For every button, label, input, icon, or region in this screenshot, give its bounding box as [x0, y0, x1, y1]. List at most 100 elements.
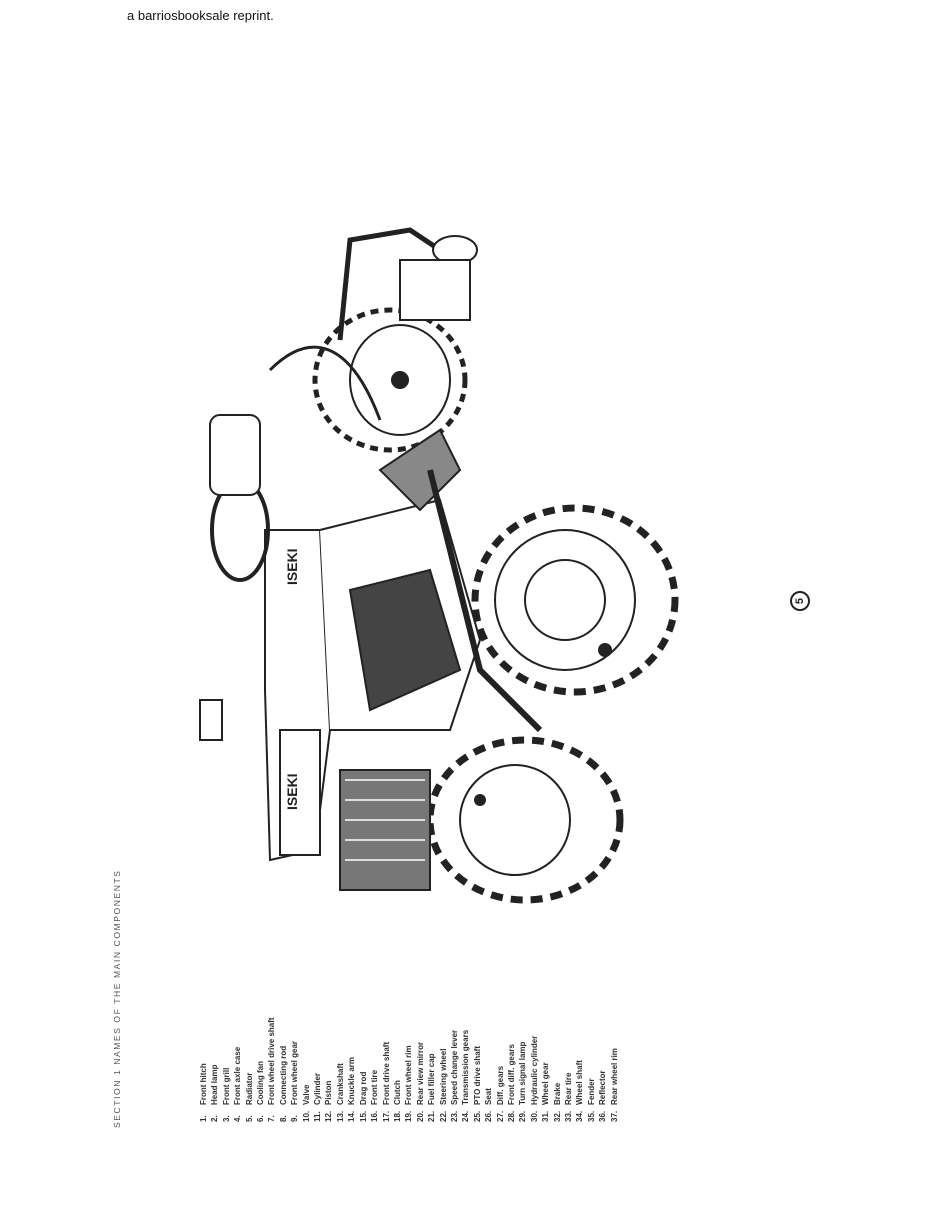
part-label: Seat — [484, 1088, 494, 1105]
part-number: 18. — [392, 1110, 402, 1122]
part-label: Fender — [586, 1078, 596, 1105]
part-item: 31.Wheel gear — [540, 922, 551, 1122]
part-item: 14. Knuckle arm — [346, 922, 357, 1122]
part-item: 28. Front diff. gears — [506, 922, 517, 1122]
part-label: Hydraulic cylinder — [529, 1035, 539, 1105]
part-number: 14. — [347, 1110, 357, 1122]
part-number: 19. — [404, 1110, 414, 1122]
part-item: 2. Head lamp — [209, 922, 220, 1122]
part-item: 21. Fuel filler cap — [426, 922, 437, 1122]
rear-tire-right — [471, 504, 679, 696]
part-item: 18. Clutch — [392, 922, 403, 1122]
part-number: 28. — [506, 1110, 516, 1122]
part-label: Head lamp — [210, 1064, 220, 1105]
part-item: 34. Wheel shaft — [574, 922, 585, 1122]
part-item: 7. Front wheel drive shaft — [266, 922, 277, 1122]
part-item: 22. Steering wheel — [438, 922, 449, 1122]
part-item: 20. Rear view mirror — [415, 922, 426, 1122]
part-number: 4. — [233, 1115, 243, 1122]
tractor-cutaway-illustration: ISEKI ISEKI — [199, 227, 679, 904]
part-label: Wheel shaft — [575, 1060, 585, 1105]
part-item: 9. Front wheel gear — [289, 922, 300, 1122]
part-item: 11. Cylinder — [312, 922, 323, 1122]
part-label: Radiator — [244, 1072, 254, 1105]
part-item: 17. Front drive shaft — [381, 922, 392, 1122]
part-label: Rear view mirror — [415, 1041, 425, 1105]
part-item: 4.Front axle case — [232, 922, 243, 1122]
part-number: 27. — [495, 1110, 505, 1122]
part-label: Knuckle arm — [347, 1056, 357, 1105]
part-label: Transmission gears — [461, 1029, 471, 1105]
reprint-note: a barriosbooksale reprint. — [127, 8, 274, 23]
part-item: 23. Speed change lever — [449, 922, 460, 1122]
part-label: Diff. gears — [495, 1065, 505, 1105]
part-item: 1.Front hitch — [198, 922, 209, 1122]
part-label: Valve — [301, 1084, 311, 1105]
part-item: 26. Seat — [483, 922, 494, 1122]
part-number: 10. — [301, 1110, 311, 1122]
part-label: Rear wheel rim — [609, 1048, 619, 1105]
part-label: Front drive shaft — [381, 1041, 391, 1105]
part-number: 6. — [256, 1115, 266, 1122]
part-number: 7. — [267, 1115, 277, 1122]
part-item: 37. Rear wheel rim — [609, 922, 620, 1122]
front-tire — [426, 736, 624, 904]
rear-tire-left — [312, 307, 468, 453]
part-label: Front grill — [221, 1067, 231, 1105]
part-item: 8.Connecting rod — [278, 922, 289, 1122]
part-number: 3. — [221, 1115, 231, 1122]
part-number: 23. — [449, 1110, 459, 1122]
part-item: 33.Rear tire — [563, 922, 574, 1122]
part-item: 27. Diff. gears — [495, 922, 506, 1122]
brand-label: ISEKI — [284, 548, 300, 585]
part-label: Clutch — [392, 1080, 402, 1105]
part-label: Piston — [324, 1080, 334, 1105]
part-number: 17. — [381, 1110, 391, 1122]
part-item: 29.Turn signal lamp — [517, 922, 528, 1122]
part-item: 35.Fender — [586, 922, 597, 1122]
part-number: 9. — [290, 1115, 300, 1122]
part-number: 26. — [484, 1110, 494, 1122]
part-item: 12. Piston — [323, 922, 334, 1122]
part-number: 37. — [609, 1110, 619, 1122]
part-label: Front wheel drive shaft — [267, 1017, 277, 1105]
part-item: 5.Radiator — [244, 922, 255, 1122]
part-label: Front hitch — [199, 1063, 208, 1105]
part-number: 13. — [335, 1110, 345, 1122]
part-number: 11. — [313, 1111, 323, 1122]
part-item: 13.Crankshaft — [335, 922, 346, 1122]
part-item: 16.Front tire — [369, 922, 380, 1122]
part-label: Front wheel gear — [290, 1040, 300, 1105]
part-number: 32. — [552, 1110, 562, 1122]
part-item: 15.Drag rod — [358, 922, 369, 1122]
part-number: 24. — [461, 1110, 471, 1122]
part-label: Steering wheel — [438, 1048, 448, 1105]
part-number: 21. — [427, 1110, 437, 1122]
part-number: 22. — [438, 1110, 448, 1122]
part-label: Cylinder — [313, 1072, 323, 1105]
tractor-body — [264, 428, 482, 891]
part-label: Front diff. gears — [506, 1044, 516, 1105]
part-label: Reflector — [598, 1070, 608, 1105]
part-item: 32.Brake — [552, 922, 563, 1122]
seat-icon — [209, 414, 261, 496]
part-label: Cooling fan — [256, 1061, 266, 1105]
part-item: 36. Reflector — [597, 922, 608, 1122]
part-number: 12. — [324, 1110, 334, 1122]
part-item: 19.Front wheel rim — [403, 922, 414, 1122]
part-label: Connecting rod — [278, 1045, 288, 1105]
part-label: Fuel filler cap — [427, 1053, 437, 1105]
part-label: Drag rod — [358, 1071, 368, 1105]
part-number: 29. — [518, 1110, 528, 1122]
part-label: Speed change lever — [449, 1029, 459, 1105]
part-label: PTO drive shaft — [472, 1046, 482, 1105]
part-item: 25.PTO drive shaft — [472, 922, 483, 1122]
part-number: 2. — [210, 1115, 220, 1122]
part-item: 6. Cooling fan — [255, 922, 266, 1122]
part-label: Wheel gear — [541, 1062, 551, 1105]
part-number: 20. — [415, 1110, 425, 1122]
part-number: 36. — [598, 1110, 608, 1122]
section-title: SECTION 1 NAMES OF THE MAIN COMPONENTS — [112, 869, 122, 1128]
part-number: 34. — [575, 1110, 585, 1122]
